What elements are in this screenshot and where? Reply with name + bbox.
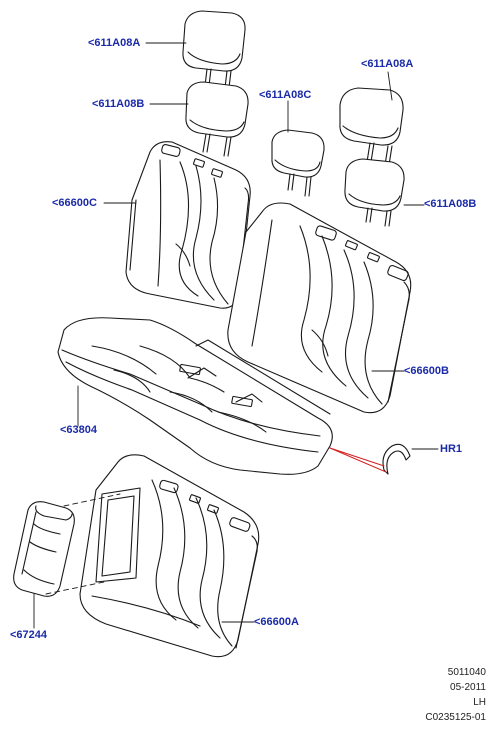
hr1-leader-lines [329, 447, 387, 473]
label-hr1: HR1 [440, 443, 463, 455]
seat-cushion [57, 317, 333, 475]
armrest [13, 501, 75, 597]
armrest-phantom-lines [45, 493, 121, 595]
backrest-lower [79, 454, 260, 658]
label-611a08c-center: <611A08C [259, 89, 312, 101]
label-66600b: <66600B [404, 365, 449, 377]
label-63804: <63804 [60, 424, 98, 436]
headrest-lower-right [344, 158, 405, 227]
label-66600a: <66600A [254, 616, 299, 628]
label-67244: <67244 [10, 629, 48, 641]
backrest-right [227, 202, 412, 414]
backrest-left [125, 141, 251, 309]
footer-line-3: LH [473, 697, 486, 708]
label-66600c: <66600C [52, 197, 97, 209]
label-611a08b-lower-left: <611A08B [92, 98, 145, 110]
headrest-lower-left [185, 81, 249, 157]
leader-lines [33, 42, 439, 629]
footer-line-1: 5011040 [447, 667, 486, 678]
label-611a08b-lower-right: <611A08B [424, 198, 477, 210]
footer-line-4: C0235125-01 [425, 712, 486, 723]
label-611a08a-top-left: <611A08A [88, 37, 141, 49]
headrest-center [271, 129, 325, 197]
footer-line-2: 05-2011 [450, 682, 486, 693]
headrest-top-right [339, 87, 404, 166]
label-611a08a-top-right: <611A08A [361, 58, 414, 70]
clip-hr1 [382, 443, 411, 475]
